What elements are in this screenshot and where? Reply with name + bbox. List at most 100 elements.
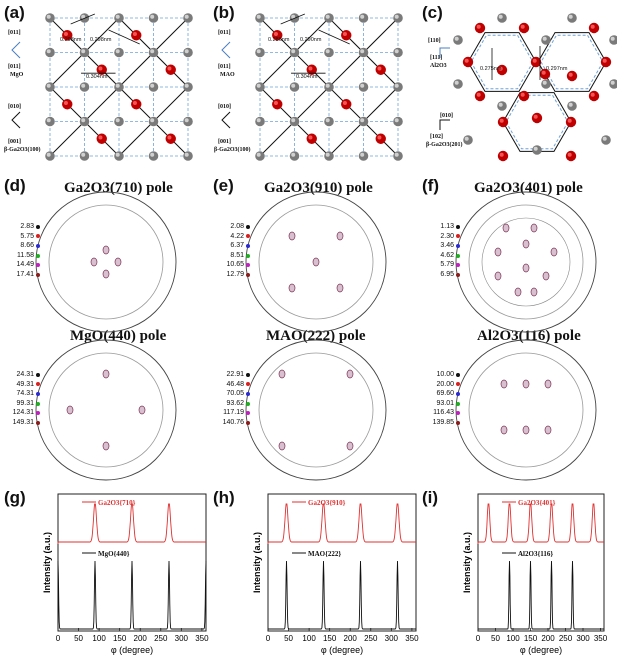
oxygen-atom-shine [342,100,347,105]
x-tick-label: 100 [506,634,520,643]
axis-arrow [221,111,231,129]
substrate-atom-shine [360,49,365,54]
x-tick-label: 0 [266,634,271,643]
pole-level-value: 49.31 [16,380,34,388]
pole-level-value: 149.31 [12,418,34,426]
measure-line [318,29,350,45]
pole-title-f: Ga2O3(401) pole [474,180,583,196]
pole-spot [522,239,530,249]
pole-level-row: 93.01 [422,399,460,409]
series-line-film [477,503,604,544]
crystal-c-dir3: [010] [440,113,453,119]
pole-figures [35,191,597,481]
substrate-atom-shine [256,83,261,88]
pole-spot [530,287,538,297]
x-tick-label: 200 [541,634,555,643]
pole-level-value: 46.48 [226,380,244,388]
pole-level-value: 20.00 [436,380,454,388]
substrate-atom-shine [394,152,399,157]
series-line-substrate [478,560,604,630]
pole-outer-ring [455,339,597,481]
substrate-atom-shine [184,152,189,157]
pole-level-value: 116.43 [433,409,454,417]
o-atom-shine [567,152,572,157]
substrate-atom-shine [150,83,155,88]
pole-inner-ring [48,204,164,320]
pole-level-value: 12.79 [226,270,244,278]
crystal-c-film: β-Ga2O3(201) [426,142,463,148]
crystal-c-dir2: [111] [430,55,443,61]
pole-level-dot [36,243,40,248]
substrate-atom-shine [394,14,399,19]
pole-level-dot [456,224,460,229]
x-tick-label: 150 [323,634,337,643]
pole-spot [336,231,344,241]
pole-level-value: 6.37 [230,242,244,250]
x-tick-label: 350 [405,634,419,643]
substrate-atom-shine [81,118,86,123]
crystal-b-meas2: 0.290nm [300,37,322,43]
pole-level-value: 2.30 [440,232,454,240]
pole-level-value: 2.83 [20,223,34,230]
crystal-a-dir2: [011] [8,64,21,70]
pole-level-dot [456,420,460,425]
panel-label-c: (c) [422,3,443,22]
x-tick-label: 250 [154,634,168,643]
substrate-atom-shine [325,14,330,19]
substrate-atom-shine [46,118,51,123]
pole-level-row: 17.41 [2,270,40,280]
crystal-a-dir4: [001] [8,139,21,145]
pole-level-row: 2.30 [422,232,460,242]
pole-level-dot [36,234,40,239]
crystal-c-dir1: [110] [428,38,441,44]
x-tick-label: 0 [476,634,481,643]
pole-spot [550,247,558,257]
substrate-atom-shine [81,152,86,157]
pole-level-row: 49.31 [2,380,40,390]
pole-level-row: 3.46 [422,241,460,251]
pole-level-row: 22.91 [212,370,250,380]
o-atom-shine [567,118,572,123]
pole-spot [500,379,508,389]
o-atom-shine [520,92,525,97]
substrate-atom-shine [81,83,86,88]
x-tick-label: 350 [594,634,608,643]
al-atom-shine [454,80,459,85]
pole-spot [102,441,110,451]
pole-level-row: 4.22 [212,232,250,242]
pole-level-dot [36,263,40,268]
pole-spot [278,441,286,451]
substrate-atom-shine [291,152,296,157]
crystal-b-dir4: [001] [218,139,231,145]
x-tick-label: 150 [113,634,127,643]
substrate-atom-shine [325,118,330,123]
pole-level-dot [246,401,250,406]
oxygen-atom-shine [308,66,313,71]
pole-level-value: 22.91 [226,371,244,378]
pole-level-row: 2.83 [2,222,40,232]
axis-arrow [11,111,21,129]
substrate-atom-shine [184,83,189,88]
pole-level-value: 5.75 [20,232,34,240]
o-atom-shine [476,24,481,29]
pole-level-row: 8.66 [2,241,40,251]
pole-level-dot [246,234,250,239]
oxygen-atom-shine [167,135,172,140]
pole-level-row: 149.31 [2,418,40,428]
al-atom-shine [568,102,573,107]
legend-label: Ga2O3{910} [308,499,346,507]
substrate-atom-shine [115,14,120,19]
pole-title-mao: MAO(222) pole [266,328,366,344]
oxygen-atom-shine [132,100,137,105]
substrate-atom-shine [150,14,155,19]
pole-inner-ring [258,352,374,468]
substrate-atom-shine [46,14,51,19]
pole-level-dot [246,253,250,258]
o-atom-shine [602,58,607,63]
pole-level-value: 10.00 [436,371,454,378]
pole-level-value: 74.31 [16,390,34,398]
axis-arrow [439,47,450,58]
